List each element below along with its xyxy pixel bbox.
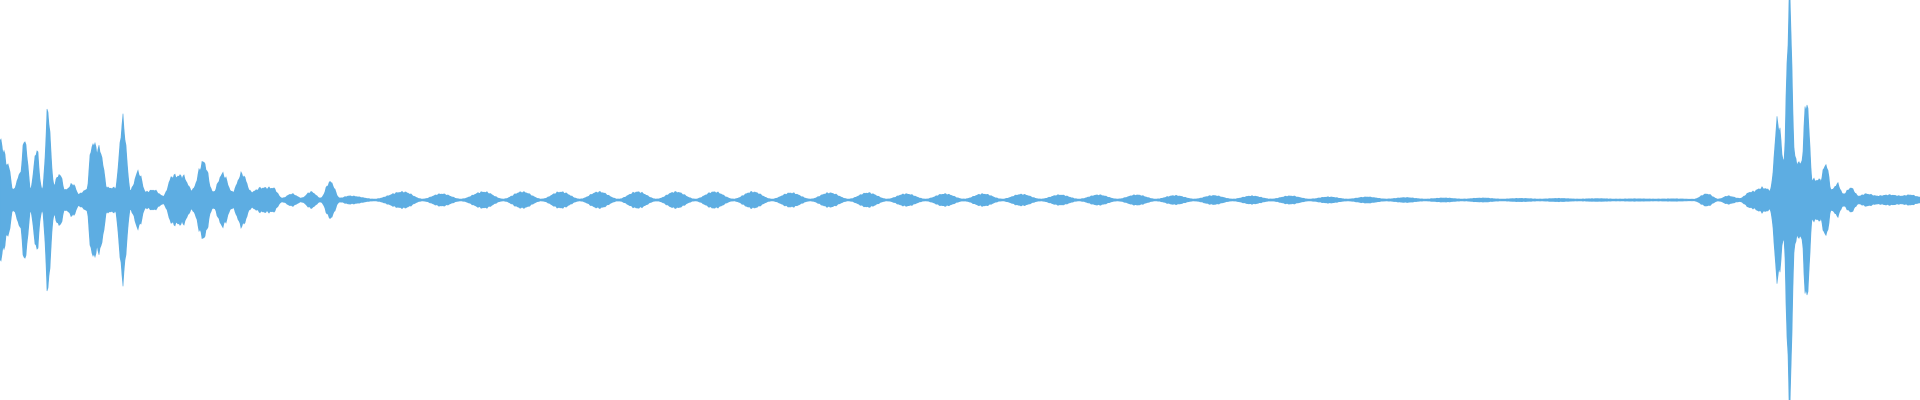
audio-waveform[interactable] xyxy=(0,0,1920,400)
waveform-path xyxy=(0,0,1920,400)
waveform-panel[interactable] xyxy=(0,0,1920,400)
